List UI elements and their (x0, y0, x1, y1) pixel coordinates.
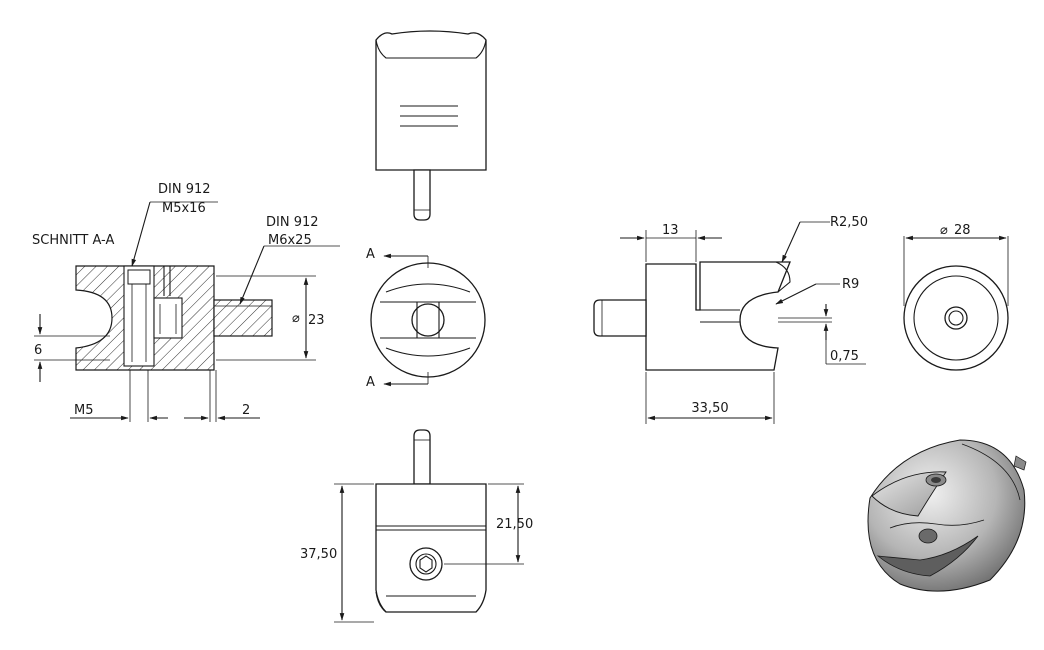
dim-13: 13 (662, 223, 679, 238)
screw-lower-spec-2: M6x25 (268, 233, 312, 248)
section-view: SCHNITT A-A DIN 912 M5x16 DIN 912 M6x25 … (32, 182, 340, 422)
isometric-view (867, 439, 1027, 592)
dim-total-height: 37,50 (300, 547, 337, 562)
radius-small: R2,50 (830, 215, 868, 230)
radius-large: R9 (842, 277, 859, 292)
screw-upper-spec-1: DIN 912 (158, 182, 211, 197)
dim-length: 33,50 (691, 401, 728, 416)
dim-diameter-23: 23 (308, 313, 325, 328)
front-view: A A (366, 247, 486, 390)
side-view: 13 R2,50 R9 0,75 33,50 (593, 215, 868, 424)
section-mark-top: A (366, 247, 375, 262)
svg-text:⌀: ⌀ (292, 311, 300, 326)
section-mark-bottom: A (366, 375, 375, 390)
screw-lower-spec-1: DIN 912 (266, 215, 319, 230)
section-title: SCHNITT A-A (32, 233, 114, 248)
dim-slot-6: 6 (34, 343, 42, 358)
bottom-view: 37,50 21,50 (300, 429, 533, 623)
dim-gap-2: 2 (242, 403, 250, 418)
svg-text:⌀: ⌀ (940, 223, 948, 238)
top-view (375, 30, 487, 221)
screw-upper-spec-2: M5x16 (162, 201, 206, 216)
end-view: ⌀ 28 (903, 223, 1009, 371)
dim-thread-m5: M5 (74, 403, 94, 418)
dim-partial-height: 21,50 (496, 517, 533, 532)
dim-end-diameter: 28 (954, 223, 971, 238)
dim-offset: 0,75 (830, 349, 859, 364)
